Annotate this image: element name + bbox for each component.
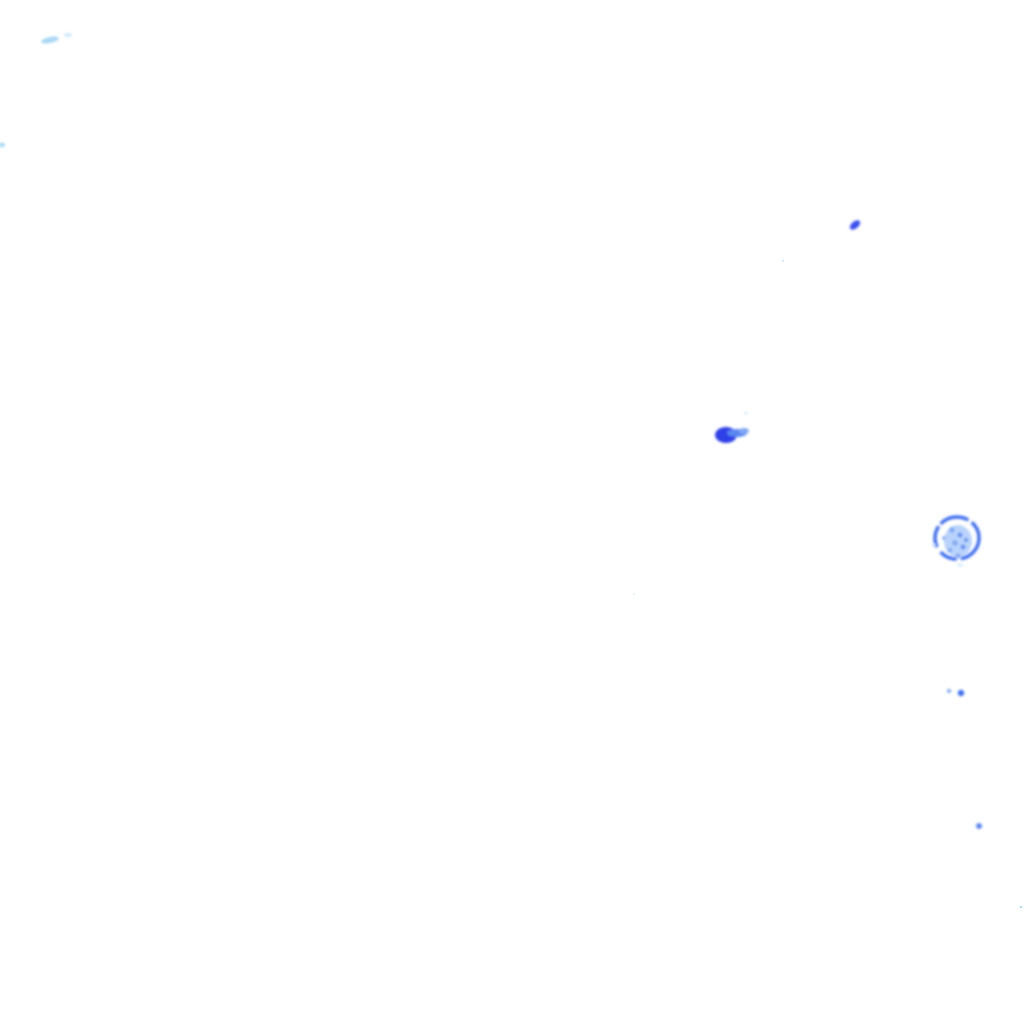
ring-shaped-blob [932,515,981,567]
small-blue-blob [849,220,861,230]
faint-speck [633,259,785,595]
ring-speckles [942,527,968,559]
small-blue-dots [947,689,965,697]
edge-speck [1019,905,1023,909]
light-blue-streak [41,33,72,44]
light-blue-dot [0,142,5,148]
bright-blue-blob [715,411,749,443]
tiny-blue-dot [976,823,982,829]
